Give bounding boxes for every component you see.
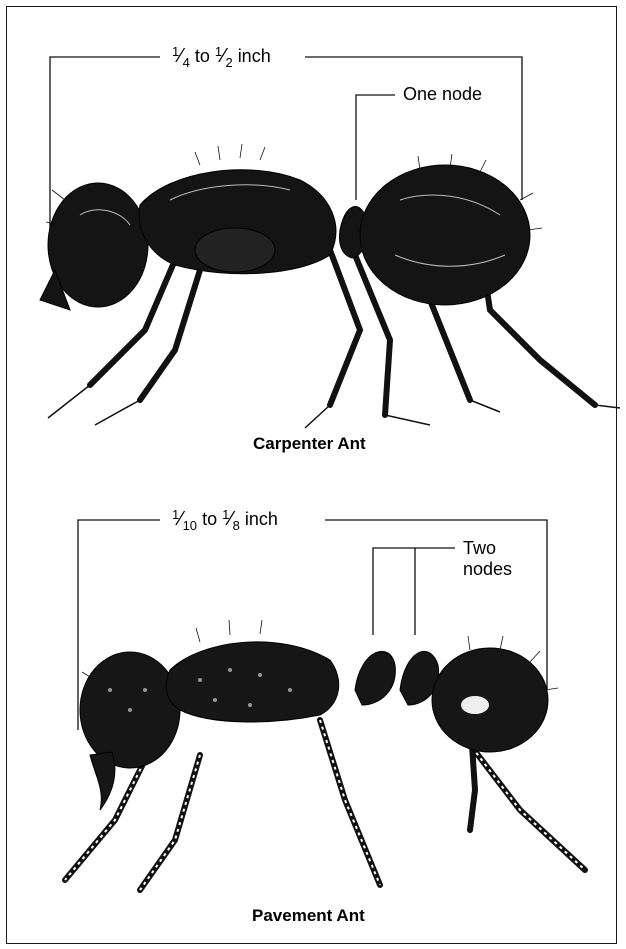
pavement-size-from-denominator: 10	[183, 518, 197, 533]
pavement-size-to-denominator: 8	[233, 518, 240, 533]
pavement-size-unit: inch	[245, 509, 278, 529]
carpenter-node-label: One node	[397, 85, 488, 103]
pavement-nodes-label: Two nodes	[457, 538, 518, 579]
pavement-ant-drawing	[65, 620, 585, 890]
carpenter-size-to-word: to	[195, 46, 210, 66]
pavement-nodes-label-line1: Two	[463, 538, 512, 559]
pavement-nodes-leader	[373, 548, 455, 635]
carpenter-size-label: 1⁄4 to 1⁄2 inch	[166, 45, 277, 69]
carpenter-size-unit: inch	[238, 46, 271, 66]
pavement-ant-caption: Pavement Ant	[252, 906, 365, 926]
pavement-size-label: 1⁄10 to 1⁄8 inch	[166, 508, 284, 532]
carpenter-ant-drawing	[40, 144, 620, 428]
carpenter-size-from-denominator: 4	[183, 55, 190, 70]
pavement-size-to-word: to	[202, 509, 217, 529]
carpenter-size-to-denominator: 2	[225, 55, 232, 70]
carpenter-size-to-numerator: 1	[215, 44, 222, 59]
carpenter-ant-caption: Carpenter Ant	[253, 434, 366, 454]
pavement-nodes-label-line2: nodes	[463, 559, 512, 580]
